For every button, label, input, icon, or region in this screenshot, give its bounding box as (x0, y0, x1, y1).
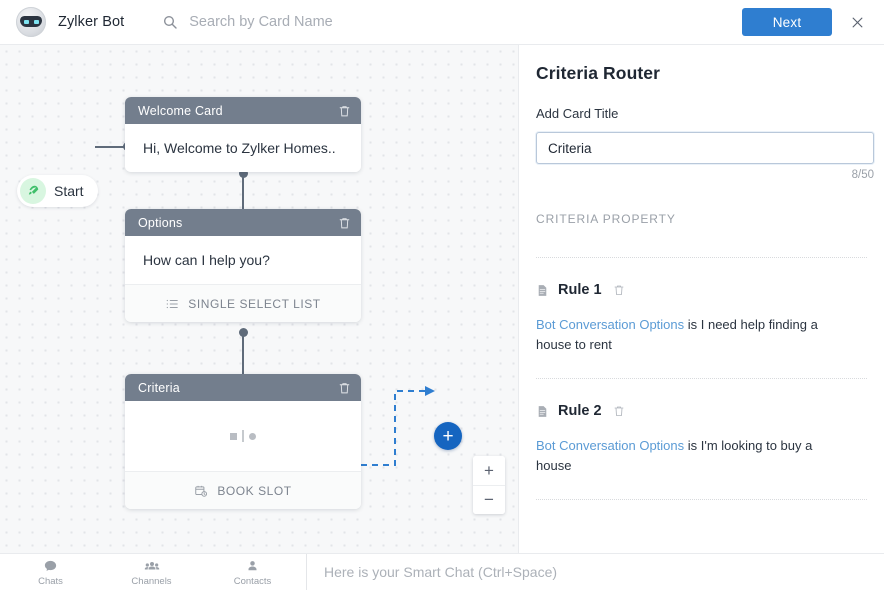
trash-icon[interactable] (338, 216, 351, 230)
search-box[interactable] (162, 14, 490, 30)
divider (536, 257, 867, 258)
rule-condition: Bot Conversation Options is I need help … (536, 315, 826, 354)
card-body: How can I help you? (125, 236, 361, 284)
calendar-clock-icon (195, 485, 208, 497)
flow-canvas[interactable]: Start Welcome Card Hi, Welcome to Zylker… (0, 45, 518, 553)
card-welcome[interactable]: Welcome Card Hi, Welcome to Zylker Homes… (125, 97, 361, 172)
card-options[interactable]: Options How can I help you? SINGLE SELEC… (125, 209, 361, 322)
zoom-in-button[interactable]: + (473, 456, 505, 485)
smart-chat-bar[interactable] (306, 553, 884, 590)
rule-item: Rule 2 Bot Conversation Options is I'm l… (536, 403, 867, 475)
rule-name: Rule 1 (558, 282, 602, 298)
search-icon (164, 15, 177, 29)
card-title-field-label: Add Card Title (536, 106, 619, 121)
zoom-controls: + − (473, 456, 505, 514)
connector-welcome-to-options (242, 172, 244, 220)
start-node[interactable]: Start (17, 175, 98, 207)
trash-icon[interactable] (338, 104, 351, 118)
rule-name: Rule 2 (558, 403, 602, 419)
card-footer-label: SINGLE SELECT LIST (188, 296, 321, 311)
card-header: Criteria (125, 374, 361, 401)
card-footer-label: BOOK SLOT (217, 483, 292, 498)
bottom-nav: Chats Channels (0, 557, 303, 587)
card-body-placeholder (125, 401, 361, 471)
card-footer-book-slot[interactable]: BOOK SLOT (125, 471, 361, 509)
bottom-nav-label: Chats (38, 576, 63, 587)
criteria-property-label: CRITERIA PROPERTY (536, 212, 676, 226)
placeholder-dot-icon (248, 432, 256, 440)
bottom-nav-contacts[interactable]: Contacts (202, 557, 303, 587)
divider (536, 499, 867, 500)
app-header: Zylker Bot Next (0, 0, 884, 45)
document-icon (538, 284, 547, 296)
add-card-button[interactable]: + (434, 422, 462, 450)
document-icon (538, 405, 547, 417)
char-counter: 8/50 (851, 169, 874, 181)
smart-chat-input[interactable] (307, 564, 884, 580)
people-group-icon (144, 559, 160, 574)
rule-link[interactable]: Bot Conversation Options (536, 438, 685, 453)
connector-options-to-criteria (242, 331, 244, 388)
divider (536, 378, 867, 379)
trash-icon[interactable] (613, 404, 625, 418)
rule-condition-text: is I need help finding a house to rent (536, 317, 818, 352)
chat-bubble-icon (43, 559, 58, 574)
connector-start-to-welcome (95, 145, 133, 148)
start-label: Start (54, 183, 84, 199)
rule-item: Rule 1 Bot Conversation Options is I nee… (536, 282, 867, 354)
card-title: Criteria (138, 380, 180, 395)
connector-dot-options-bottom (238, 328, 248, 337)
card-footer-single-select[interactable]: SINGLE SELECT LIST (125, 284, 361, 322)
rule-link[interactable]: Bot Conversation Options (536, 317, 685, 332)
person-icon (245, 559, 260, 574)
rule-header: Rule 1 (536, 282, 867, 298)
properties-panel: Criteria Router Add Card Title 8/50 CRIT… (518, 45, 884, 553)
list-icon (166, 299, 179, 308)
placeholder-bar-icon (242, 430, 244, 442)
placeholder-square-icon (230, 432, 238, 440)
card-header: Options (125, 209, 361, 236)
next-button[interactable]: Next (742, 8, 832, 36)
trash-icon[interactable] (338, 381, 351, 395)
connector-dot-welcome-bottom (238, 169, 248, 178)
bottom-nav-channels[interactable]: Channels (101, 557, 202, 587)
bottom-bar: Chats Channels (0, 553, 884, 590)
plus-icon: + (442, 425, 454, 447)
card-title: Welcome Card (138, 103, 223, 118)
rule-condition: Bot Conversation Options is I'm looking … (536, 436, 826, 475)
trash-icon[interactable] (613, 283, 625, 297)
bottom-nav-label: Contacts (233, 576, 272, 587)
bot-name-label: Zylker Bot (58, 14, 125, 30)
card-title: Options (138, 215, 183, 230)
panel-title: Criteria Router (536, 63, 661, 83)
close-icon[interactable] (844, 9, 870, 35)
robot-face-icon (20, 16, 42, 27)
bot-avatar (16, 7, 46, 37)
rocket-icon (20, 178, 46, 204)
bottom-nav-label: Channels (131, 576, 172, 587)
search-input[interactable] (189, 14, 490, 30)
card-body: Hi, Welcome to Zylker Homes.. (125, 124, 361, 172)
header-actions: Next (742, 8, 884, 36)
rule-condition-text: is I'm looking to buy a house (536, 438, 813, 473)
bottom-nav-chats[interactable]: Chats (0, 557, 101, 587)
card-header: Welcome Card (125, 97, 361, 124)
card-criteria[interactable]: Criteria BOOK SLOT (125, 374, 361, 509)
zoom-out-button[interactable]: − (473, 485, 505, 514)
card-title-input[interactable] (536, 132, 874, 164)
rule-header: Rule 2 (536, 403, 867, 419)
